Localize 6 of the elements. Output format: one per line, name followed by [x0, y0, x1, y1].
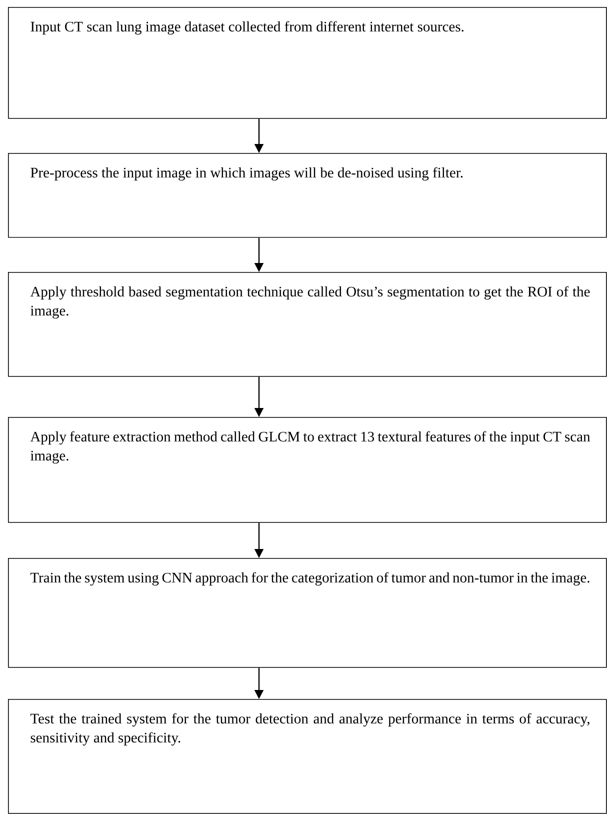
process-box: Apply threshold based segmentation technique called Otsu’s segmentation to get the ROI of the image. — [8, 272, 607, 377]
process-box: Input CT scan lung image dataset collected from different internet sources. — [8, 7, 607, 119]
process-box: Test the trained system for the tumor detection and analyze performance in terms of accuracy, sensitivity and specificity. — [8, 699, 607, 814]
process-box: Train the system using CNN approach for the categorization of tumor and non-tumor in the image. — [8, 558, 607, 668]
process-box: Pre-process the input image in which images will be de-noised using filter. — [8, 153, 607, 238]
process-box: Apply feature extraction method called GLCM to extract 13 textural features of the input CT scan image. — [8, 417, 607, 523]
